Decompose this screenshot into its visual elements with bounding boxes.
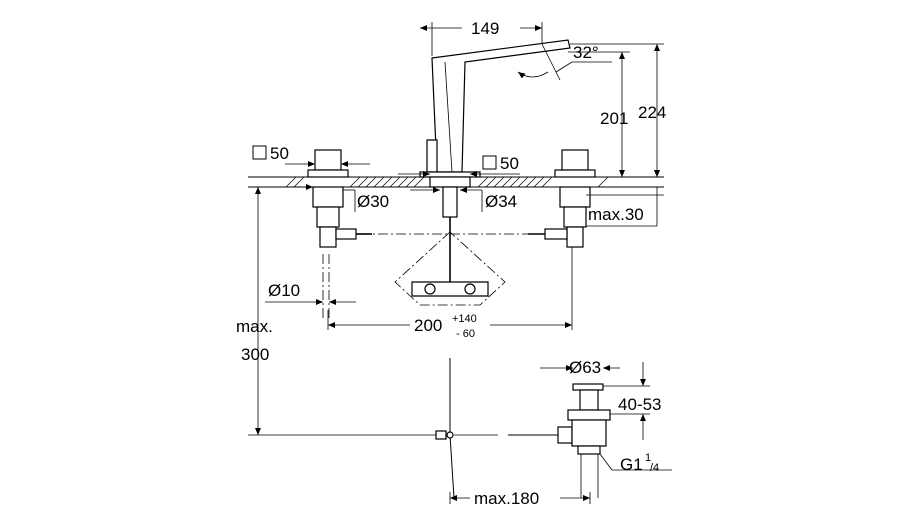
center-spacing-label: 200 (414, 316, 442, 335)
drain-reach-dimension: max.180 (449, 489, 591, 508)
drop-height-label: 300 (241, 345, 269, 364)
drain-reach-label: max.180 (474, 489, 539, 508)
deck-hatch-line (413, 176, 425, 188)
deck-hatch-line (293, 176, 305, 188)
deck-hatch-line (541, 176, 553, 188)
spout-angle-dimension: 32° (517, 43, 612, 81)
deck-hatch-line (365, 176, 377, 188)
max-label: max. (236, 317, 273, 336)
deck-hatch-line (389, 176, 401, 188)
right-valve (528, 149, 596, 255)
square-center-icon (482, 155, 497, 170)
total-height-label: 224 (638, 103, 666, 122)
drain-range-dimension: 40-53 (603, 362, 661, 440)
handle-square-left-label: 50 (270, 144, 289, 163)
spacing-minus-label: - 60 (456, 328, 475, 340)
deck-hatch-line (517, 176, 529, 188)
deck-hatch-line (501, 176, 513, 188)
deck-hatch-line (405, 176, 417, 188)
hose-diameter-label: Ø10 (268, 281, 300, 300)
drain-range-label: 40-53 (618, 395, 661, 414)
deck-hatch-line (485, 176, 497, 188)
spout-reach-label: 149 (471, 19, 499, 38)
deck-hatch-line (397, 176, 409, 188)
hole-left-label: Ø30 (357, 192, 389, 211)
drain-rod (248, 358, 573, 499)
thread-dimension: G1 1 /4 (599, 452, 672, 474)
height-dimensions: 201 224 (568, 43, 666, 177)
spout-body (394, 39, 571, 306)
spout-angle-label: 32° (573, 43, 599, 62)
thread-prefix-label: G1 (620, 455, 643, 474)
deck-thickness-label: max.30 (588, 205, 644, 224)
drain-diameter-label: Ø63 (569, 358, 601, 377)
left-valve (307, 149, 372, 318)
thread-num-label: 1 (645, 452, 651, 464)
deck-thickness-dimension: max.30 (586, 170, 664, 227)
deck-hatch-line (381, 176, 393, 188)
drain-body (567, 383, 611, 498)
hole-center-label: Ø34 (485, 192, 517, 211)
deck-hatch-line (373, 176, 385, 188)
spacing-plus-label: +140 (452, 313, 477, 325)
deck-hatch-line (533, 176, 545, 188)
hose-diameter-dimension: Ø10 (265, 281, 356, 305)
deck-hatch-line (285, 176, 297, 188)
deck-hatch-line (525, 176, 537, 188)
thread-den-label: /4 (650, 462, 659, 474)
square-left-icon (252, 145, 267, 160)
deck-hatch-line (357, 176, 369, 188)
center-spacing-dimension: 200 +140 - 60 (327, 255, 573, 340)
deck-hatch-line (349, 176, 361, 188)
drop-height-dimension: max. 300 (236, 186, 308, 435)
deck-hatch-line (477, 176, 489, 188)
hole-center-dimension: Ø34 (410, 187, 517, 212)
spout-reach-dimension: 149 (420, 19, 543, 56)
deck-hatch-line (493, 176, 505, 188)
deck-hatch-line (597, 176, 609, 188)
handle-square-left-dimension: 50 (252, 144, 370, 167)
drain-diameter-dimension: Ø63 (540, 358, 620, 377)
deck-hatch-line (509, 176, 521, 188)
handle-square-center-dimension: 50 (398, 154, 520, 177)
handle-square-center-label: 50 (500, 154, 519, 173)
spout-height-label: 201 (600, 109, 628, 128)
